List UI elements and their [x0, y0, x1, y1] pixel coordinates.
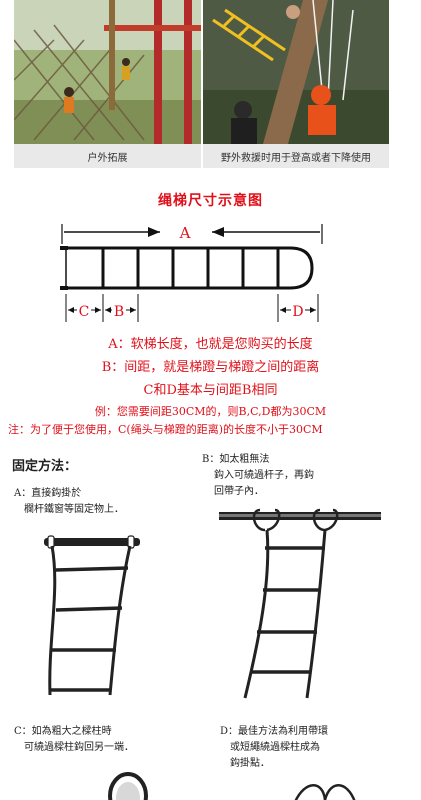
dimension-label-a: A: [179, 224, 191, 242]
rescue-photo: [203, 0, 389, 144]
legend-line: C和D基本与间距B相同: [143, 383, 278, 398]
method-b-text: B：如太粗無法 鈎入可繞過杆子，再鈎 回帶子內．: [202, 454, 314, 497]
method-c-drawing: [108, 772, 148, 800]
dimension-label-b: B: [114, 304, 124, 320]
diagram-title: 绳梯尺寸示意图: [158, 193, 263, 209]
method-c-text: C：如為粗大之樑柱時 可繞過樑柱鈎回另一端．: [14, 726, 134, 753]
method-b-drawing: [219, 508, 381, 699]
outdoor-training-photo: [14, 0, 201, 144]
legend-line: B：间距，就是梯蹬与梯蹬之间的距离: [101, 360, 320, 375]
method-a-drawing: [44, 535, 140, 696]
method-d-text: D：最佳方法為利用帶環 或短繩繞過樑柱成為 鈎掛點．: [220, 726, 329, 769]
method-d-drawing: [294, 784, 356, 800]
example-note: 例：您需要间距30CM的，则B,C,D都为30CM: [94, 405, 327, 418]
usage-note: 注：为了便于您使用，C(绳头与梯蹬的距离)的长度不小于30CM: [8, 423, 323, 436]
photo-caption: 野外救援时用于登高或者下降使用: [203, 144, 389, 168]
method-a-text: A：直接鈎掛於 欄杆鐵窗等固定物上．: [14, 488, 124, 515]
photo-strip: 户外拓展 野外救援时用于登高或者下降使用: [0, 0, 421, 172]
ladder-dimension-diagram: A C B D: [60, 224, 323, 322]
legend-line: A：软梯长度，也就是您购买的长度: [108, 337, 313, 352]
fixing-methods-title: 固定方法：: [12, 459, 78, 474]
dimension-label-d: D: [292, 304, 303, 320]
dimension-label-c: C: [79, 304, 90, 320]
photo-caption: 户外拓展: [14, 144, 201, 168]
